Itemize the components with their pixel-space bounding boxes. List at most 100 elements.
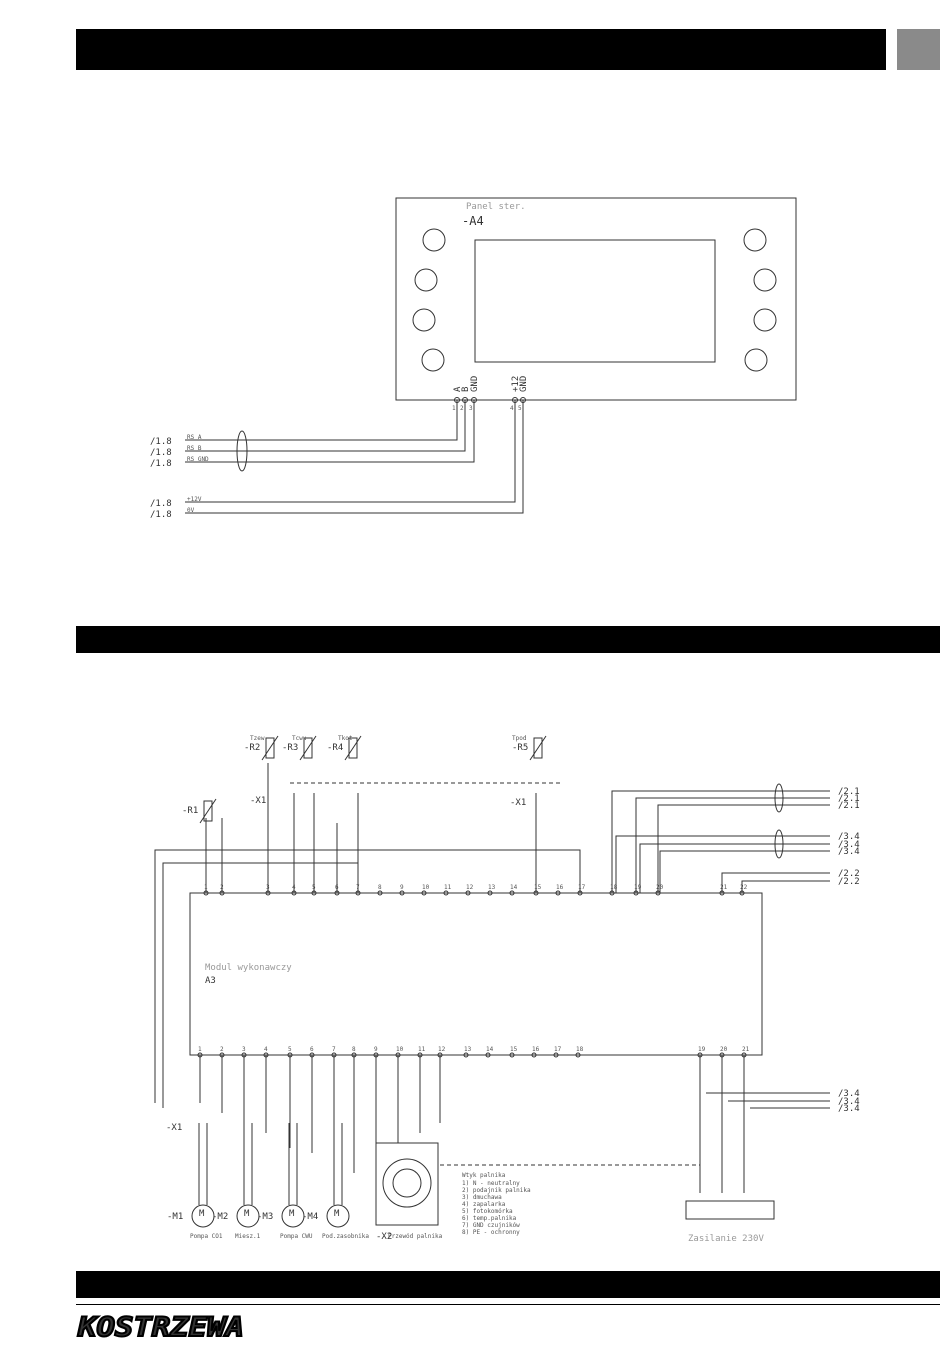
footer-rule: [76, 1304, 940, 1305]
module-terminal-number: 5: [288, 1046, 292, 1053]
module-terminal-number: 14: [510, 884, 518, 891]
right-ref: /3.4: [838, 840, 860, 850]
module-terminal-number: 18: [610, 884, 618, 891]
module-terminal-number: 15: [534, 884, 542, 891]
connector-label: -X2: [376, 1232, 392, 1242]
panel-ref: /1.8: [150, 499, 172, 509]
module-terminal: [509, 890, 515, 896]
module-terminal-number: 12: [466, 884, 474, 891]
panel-wire-label: RS B: [187, 445, 202, 452]
motor-caption: Pod.zasobnika: [322, 1233, 369, 1240]
section-bar-2: [76, 626, 940, 653]
sensor-tag: Tcwu: [292, 735, 307, 742]
footer-bar: [76, 1271, 940, 1298]
module-terminal: [485, 1052, 491, 1058]
module-terminal: [553, 1052, 559, 1058]
right-ref: /2.1: [838, 787, 860, 797]
legend-item: 4) zapalarka: [462, 1201, 506, 1208]
module-terminal-number: 13: [488, 884, 496, 891]
panel-button: [744, 348, 768, 372]
right-ref: /2.2: [838, 877, 860, 887]
panel-button: [743, 228, 767, 252]
panel-terminal-number: 3: [469, 405, 473, 412]
module-terminal-number: 7: [332, 1046, 336, 1053]
module-caption: Modul wykonawczy: [205, 963, 292, 973]
panel-terminal-label: GND: [470, 376, 480, 392]
panel-button: [412, 308, 436, 332]
panel-terminal-number: 2: [460, 405, 464, 412]
module-terminal-number: 19: [698, 1046, 706, 1053]
module-terminal-number: 17: [554, 1046, 562, 1053]
panel-button: [421, 348, 445, 372]
terminal-block-label: -X1: [250, 796, 266, 806]
module-terminal-number: 11: [418, 1046, 426, 1053]
right-ref: /2.1: [838, 794, 860, 804]
module-terminal-number: 10: [396, 1046, 404, 1053]
module-terminal-number: 16: [556, 884, 564, 891]
panel-terminal-label: A: [453, 386, 463, 392]
panel-button: [753, 268, 777, 292]
module-terminal: [463, 1052, 469, 1058]
panel-ref: /1.8: [150, 510, 172, 520]
motor-caption: Przewód palnika: [388, 1233, 443, 1240]
sensor-label: -R3: [282, 743, 298, 753]
module-designator: A3: [205, 976, 216, 986]
motor-letter: M: [334, 1209, 340, 1219]
supply-label: Zasilanie 230V: [688, 1234, 764, 1244]
kostrzewa-logo: KOSTRZEWA: [76, 1311, 245, 1342]
module-terminal-number: 16: [532, 1046, 540, 1053]
legend-item: 3) dmuchawa: [462, 1194, 502, 1201]
header-bar: [76, 29, 886, 70]
legend-item: 7) GND czujników: [462, 1222, 520, 1229]
module-terminal-number: 6: [310, 1046, 314, 1053]
panel-terminal-label: GND: [519, 376, 529, 392]
module-terminal-number: 13: [464, 1046, 472, 1053]
panel-terminal-label: +12: [511, 376, 521, 392]
module-terminal-number: 15: [510, 1046, 518, 1053]
burner-connector: [375, 1142, 439, 1226]
legend-item: 6) temp.palnika: [462, 1215, 517, 1222]
legend-item: 2) podajnik palnika: [462, 1187, 531, 1194]
module-terminal-number: 2: [220, 1046, 224, 1053]
sensor-symbol: [203, 800, 213, 822]
module-terminal: [443, 890, 449, 896]
motor-letter: M: [244, 1209, 250, 1219]
module-outline: [189, 892, 763, 1056]
module-terminal: [465, 890, 471, 896]
panel-ref: /1.8: [150, 448, 172, 458]
module-terminal-number: 12: [438, 1046, 446, 1053]
module-terminal-number: 1: [198, 1046, 202, 1053]
right-ref: /2.1: [838, 801, 860, 811]
terminal-block-label-3: -X1: [166, 1123, 182, 1133]
sensor-label: -R1: [182, 806, 198, 816]
panel-outline: [395, 197, 797, 401]
module-terminal: [399, 890, 405, 896]
terminal-block-label-2: -X1: [510, 798, 526, 808]
legend-item: 8) PE - ochronny: [462, 1229, 520, 1236]
module-terminal-number: 21: [720, 884, 728, 891]
module-terminal: [421, 890, 427, 896]
module-terminal-number: 19: [634, 884, 642, 891]
sensor-tag: Tpod: [512, 735, 527, 742]
motor-letter: M: [289, 1209, 295, 1219]
panel-display: [474, 239, 716, 363]
right-ref: /3.4: [838, 1104, 860, 1114]
module-terminal-number: 8: [378, 884, 382, 891]
right-ref: /2.2: [838, 869, 860, 879]
right-ref: /3.4: [838, 1097, 860, 1107]
sensor-tag: Tzew: [250, 735, 265, 742]
legend-title: Wtyk palnika: [462, 1172, 506, 1179]
panel-ref: /1.8: [150, 459, 172, 469]
panel-wire-label: +12V: [187, 496, 202, 503]
right-ref: /3.4: [838, 832, 860, 842]
sensor-symbol: [303, 737, 313, 759]
motor-symbol: [191, 1204, 215, 1228]
motor-symbol: [236, 1204, 260, 1228]
panel-terminal-number: 4: [510, 405, 514, 412]
module-terminal: [575, 1052, 581, 1058]
panel-button: [414, 268, 438, 292]
motor-label: -M3: [257, 1212, 273, 1222]
page-tab: [897, 29, 940, 70]
module-terminal-number: 4: [264, 1046, 268, 1053]
